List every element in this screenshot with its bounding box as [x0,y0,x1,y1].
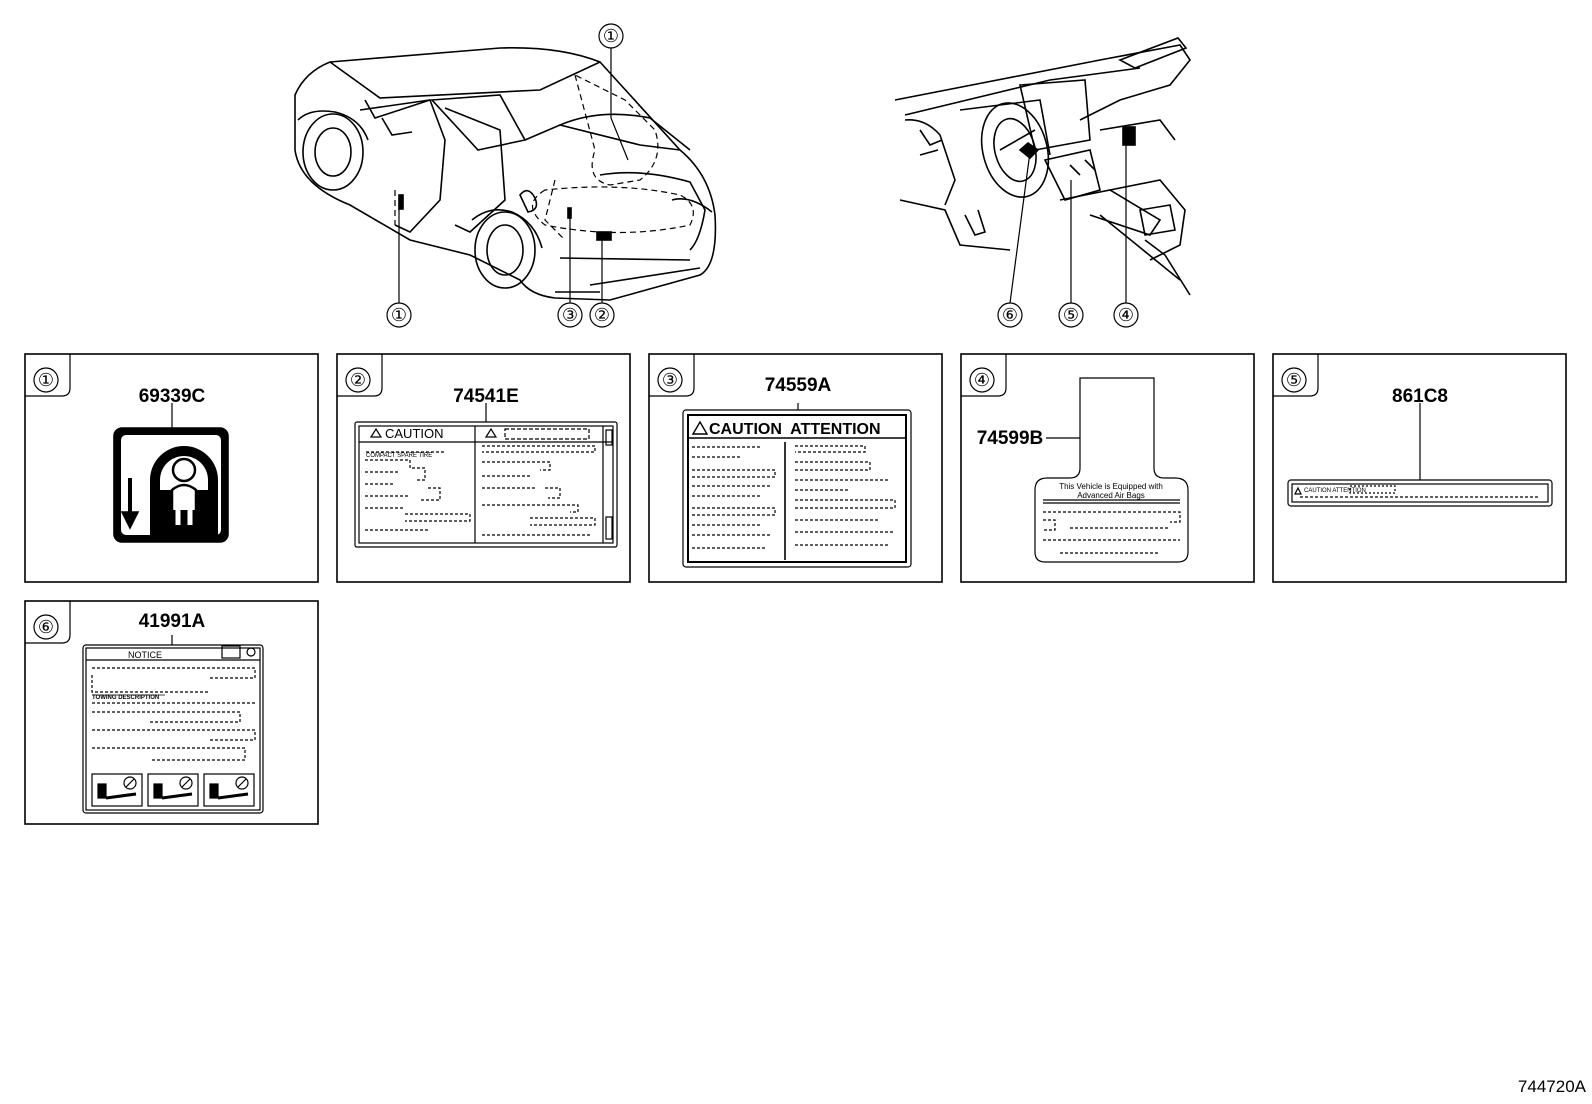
panel-3-number: ③ [662,370,678,390]
panel-4-frame [960,353,1255,583]
part-number-74559A: 74559A [765,375,832,396]
callout-1-bottom: ① [391,305,407,325]
panel-6-number: ⑥ [38,617,54,637]
label-caution-attention-small: CAUTION ATTENTION [1304,488,1366,494]
panel-6-frame [24,600,319,825]
label-airbag-line2: Advanced Air Bags [1077,491,1145,500]
panel-2-frame [336,353,631,583]
part-number-69339C: 69339C [139,386,206,407]
callout-1-top: ① [603,26,619,46]
part-number-861C8: 861C8 [1392,386,1448,407]
part-number-74599B: 74599B [977,428,1044,449]
callout-3: ③ [562,305,578,325]
label-airbag-line1: This Vehicle is Equipped with [1059,482,1163,491]
tow-truck-icon [97,776,249,800]
label-caution-text: CAUTION [385,426,444,441]
car-label-marker-1a [398,194,404,210]
panel-2-number: ② [350,370,366,390]
figure-id: 744720A [1518,1077,1587,1096]
dashboard-markers [1018,126,1136,160]
airbag-label [1034,377,1189,563]
label-towing-description: TOWING DESCRIPTION [92,695,159,701]
panel-1-frame [24,353,319,583]
label-caution-attention-text: CAUTION ATTENTION [709,421,881,438]
child-lock-icon [113,427,229,543]
callout-2: ② [594,305,610,325]
callout-5: ⑤ [1063,305,1079,325]
panel-1-number: ① [38,370,54,390]
part-number-41991A: 41991A [139,611,206,632]
panel-3-frame [648,353,943,583]
dashboard-illustration [894,37,1191,296]
label-compact-spare-tire: COMPACT SPARE TIRE [366,453,432,459]
callout-4: ④ [1118,305,1134,325]
callout-6: ⑥ [1002,305,1018,325]
car-illustration [294,46,717,301]
car-hidden-lines [394,73,694,241]
caution-attention-label [682,409,912,568]
panel-5-frame [1272,353,1567,583]
car-leader-lines [398,48,629,303]
car-label-marker-2 [596,231,612,241]
dashboard-leader-lines [1009,145,1127,304]
panel-4-number: ④ [974,370,990,390]
caution-label-spare-tire [354,421,618,548]
caution-attention-strip-label [1287,479,1553,507]
part-number-74541E: 74541E [453,386,519,407]
towing-notice-label [82,644,264,814]
panel-5-number: ⑤ [1286,370,1302,390]
label-notice: NOTICE [128,650,162,660]
